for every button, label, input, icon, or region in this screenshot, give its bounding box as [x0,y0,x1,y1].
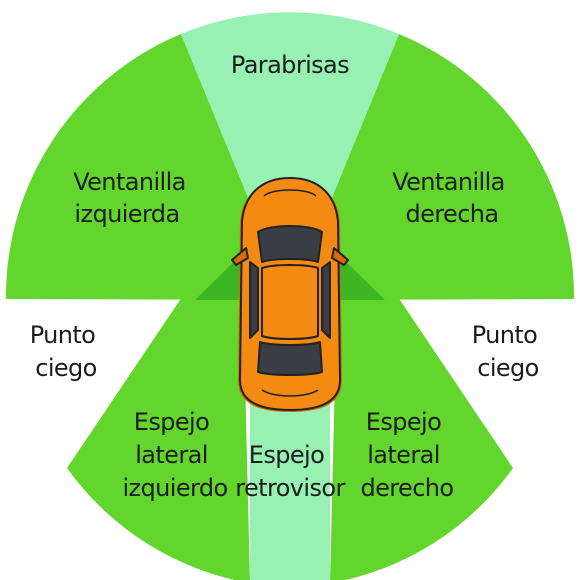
label-right-mirror-line2: lateral [367,441,440,469]
car-top-view-icon [231,177,349,412]
label-rear-mirror: Espejo retrovisor [235,441,345,502]
label-windshield: Parabrisas [231,51,349,79]
label-left-mirror-line1: Espejo [134,408,209,436]
label-left-blind-spot-line1: Punto [30,321,96,349]
label-right-mirror: Espejo lateral derecho [361,408,454,502]
label-left-window: Ventanilla izquierda [73,168,193,228]
label-right-window-line2: derecha [405,200,498,228]
label-windshield-line1: Parabrisas [231,51,349,79]
label-rear-mirror-line2: retrovisor [235,474,345,502]
label-right-mirror-line3: derecho [361,474,454,502]
label-right-window-line1: Ventanilla [392,168,505,196]
label-left-mirror: Espejo lateral izquierdo [122,408,227,502]
zone-left-mirror [67,252,250,580]
label-left-mirror-line3: izquierdo [122,474,227,502]
label-left-window-line1: Ventanilla [73,168,186,196]
label-right-blind-spot-line1: Punto [472,321,538,349]
label-right-blind-spot-line2: ciego [477,354,539,382]
label-left-mirror-line2: lateral [135,441,208,469]
label-right-blind-spot: Punto ciego [472,321,545,382]
zone-right-window [290,34,575,300]
label-right-mirror-line1: Espejo [366,408,441,436]
label-left-blind-spot: Punto ciego [30,321,103,382]
label-left-blind-spot-line2: ciego [35,354,97,382]
label-right-window: Ventanilla derecha [392,168,512,228]
label-rear-mirror-line1: Espejo [249,441,324,469]
zone-right-mirror [330,252,513,580]
zone-left-window [5,34,291,300]
label-left-window-line2: izquierda [74,200,179,228]
zone-windshield [181,12,399,301]
